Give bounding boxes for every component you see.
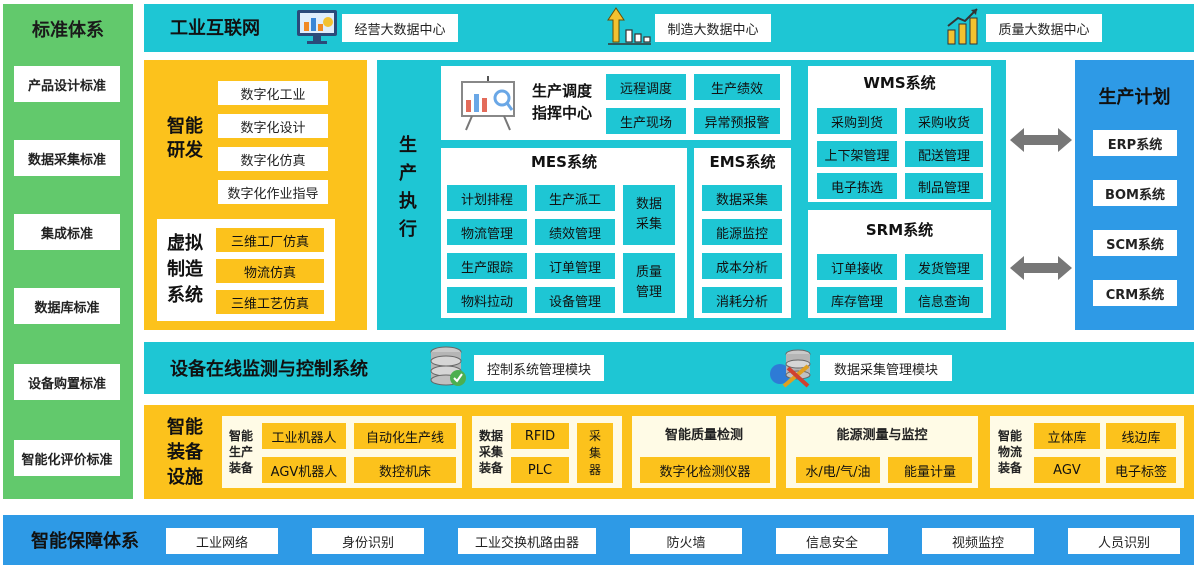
mes-item: 绩效管理 [535, 219, 615, 245]
mes-item: 物料拉动 [447, 287, 527, 313]
srm-item: 信息查询 [905, 287, 983, 313]
bar-chart-icon [945, 6, 981, 46]
standard-item: 设备购置标准 [14, 364, 120, 400]
equip-logistics-item: AGV [1034, 457, 1100, 483]
monitor-chart-icon [295, 8, 339, 46]
standard-item: 智能化评价标准 [14, 440, 120, 476]
equip-logistics-item: 立体库 [1034, 423, 1100, 449]
wms-item: 制品管理 [905, 173, 983, 199]
guarantee-item: 人员识别 [1068, 528, 1180, 554]
guarantee-item: 视频监控 [922, 528, 1034, 554]
srm-title: SRM系统 [865, 220, 934, 239]
equip-logistics-item: 线边库 [1106, 423, 1176, 449]
plan-item: SCM系统 [1093, 230, 1177, 256]
plan-item: CRM系统 [1093, 280, 1177, 306]
equip-collection-side: 采集器 [577, 423, 613, 483]
dispatch-item: 异常预报警 [694, 108, 780, 134]
dispatch-item: 远程调度 [606, 74, 686, 100]
data-center-manufacturing: 制造大数据中心 [655, 14, 771, 42]
equip-collection-item: RFID [511, 423, 569, 449]
standard-item: 产品设计标准 [14, 66, 120, 102]
mes-item: 订单管理 [535, 253, 615, 279]
ems-item: 数据采集 [702, 185, 782, 211]
wms-item: 采购到货 [817, 108, 897, 134]
virtual-title: 虚拟制造系统 [167, 233, 203, 306]
plan-title: 生产计划 [1098, 87, 1171, 108]
rd-item: 数字化仿真 [218, 147, 328, 171]
mes-side-item: 质量管理 [623, 253, 675, 313]
mes-side-item: 数据采集 [623, 185, 675, 245]
equip-production-item: 工业机器人 [262, 423, 346, 449]
srm-item: 库存管理 [817, 287, 897, 313]
mes-item: 生产派工 [535, 185, 615, 211]
wms-item: 采购收货 [905, 108, 983, 134]
guarantee-item: 信息安全 [776, 528, 888, 554]
monitor-module: 数据采集管理模块 [820, 355, 952, 381]
rd-title: 智能研发 [167, 116, 203, 161]
mes-title: MES系统 [531, 152, 597, 171]
equip-production-item: 数控机床 [354, 457, 456, 483]
rd-item: 数字化工业 [218, 81, 328, 105]
srm-item: 订单接收 [817, 254, 897, 280]
guarantee-item: 身份识别 [312, 528, 424, 554]
equipment-title: 智能装备设施 [167, 416, 203, 488]
dispatch-title: 生产调度指挥中心 [531, 82, 592, 122]
whiteboard-chart-icon [458, 74, 518, 132]
equip-production-item: 自动化生产线 [354, 423, 456, 449]
virtual-item: 三维工艺仿真 [216, 290, 324, 314]
data-center-operations: 经营大数据中心 [342, 14, 458, 42]
database-icon [428, 344, 468, 390]
standard-item: 数据采集标准 [14, 140, 120, 176]
equip-logistics-title: 智能物流装备 [997, 429, 1022, 475]
guarantee-item: 工业交换机路由器 [458, 528, 596, 554]
equip-quality-title: 智能质量检测 [664, 427, 743, 443]
equip-collection-title: 数据采集装备 [478, 429, 503, 475]
rd-item: 数字化设计 [218, 114, 328, 138]
mes-item: 设备管理 [535, 287, 615, 313]
equip-production-item: AGV机器人 [262, 457, 346, 483]
plan-item: BOM系统 [1093, 180, 1177, 206]
mes-item: 生产跟踪 [447, 253, 527, 279]
virtual-item: 物流仿真 [216, 259, 324, 283]
rd-item: 数字化作业指导 [218, 180, 328, 204]
standards-title: 标准体系 [32, 20, 104, 41]
database-tools-icon [768, 344, 814, 390]
double-arrow-icon [1010, 254, 1072, 282]
ems-item: 成本分析 [702, 253, 782, 279]
equip-collection-item: PLC [511, 457, 569, 483]
wms-item: 电子拣选 [817, 173, 897, 199]
execution-title: 生产执行 [399, 135, 417, 240]
monitor-module: 控制系统管理模块 [474, 355, 604, 381]
standard-item: 集成标准 [14, 214, 120, 250]
mes-item: 物流管理 [447, 219, 527, 245]
mes-item: 计划排程 [447, 185, 527, 211]
plan-item: ERP系统 [1093, 130, 1177, 156]
equip-energy-item: 水/电/气/油 [796, 457, 880, 483]
growth-arrow-icon [606, 6, 652, 46]
dispatch-item: 生产绩效 [694, 74, 780, 100]
equip-energy-title: 能源测量与监控 [836, 427, 928, 443]
ems-title: EMS系统 [709, 152, 776, 171]
ems-item: 能源监控 [702, 219, 782, 245]
dispatch-item: 生产现场 [606, 108, 686, 134]
equip-energy-item: 能量计量 [888, 457, 972, 483]
ems-item: 消耗分析 [702, 287, 782, 313]
guarantee-item: 工业网络 [166, 528, 278, 554]
wms-item: 上下架管理 [817, 141, 897, 167]
double-arrow-icon [1010, 126, 1072, 154]
data-center-quality: 质量大数据中心 [986, 14, 1102, 42]
guarantee-item: 防火墙 [630, 528, 742, 554]
wms-title: WMS系统 [863, 73, 936, 92]
srm-item: 发货管理 [905, 254, 983, 280]
monitor-bar [144, 342, 1194, 394]
equip-production-title: 智能生产装备 [228, 429, 253, 475]
internet-title: 工业互联网 [170, 18, 260, 39]
virtual-item: 三维工厂仿真 [216, 228, 324, 252]
wms-item: 配送管理 [905, 141, 983, 167]
guarantee-title: 智能保障体系 [31, 531, 139, 552]
monitor-title: 设备在线监测与控制系统 [170, 359, 368, 380]
equip-quality-item: 数字化检测仪器 [640, 457, 770, 483]
equip-logistics-item: 电子标签 [1106, 457, 1176, 483]
standard-item: 数据库标准 [14, 288, 120, 324]
